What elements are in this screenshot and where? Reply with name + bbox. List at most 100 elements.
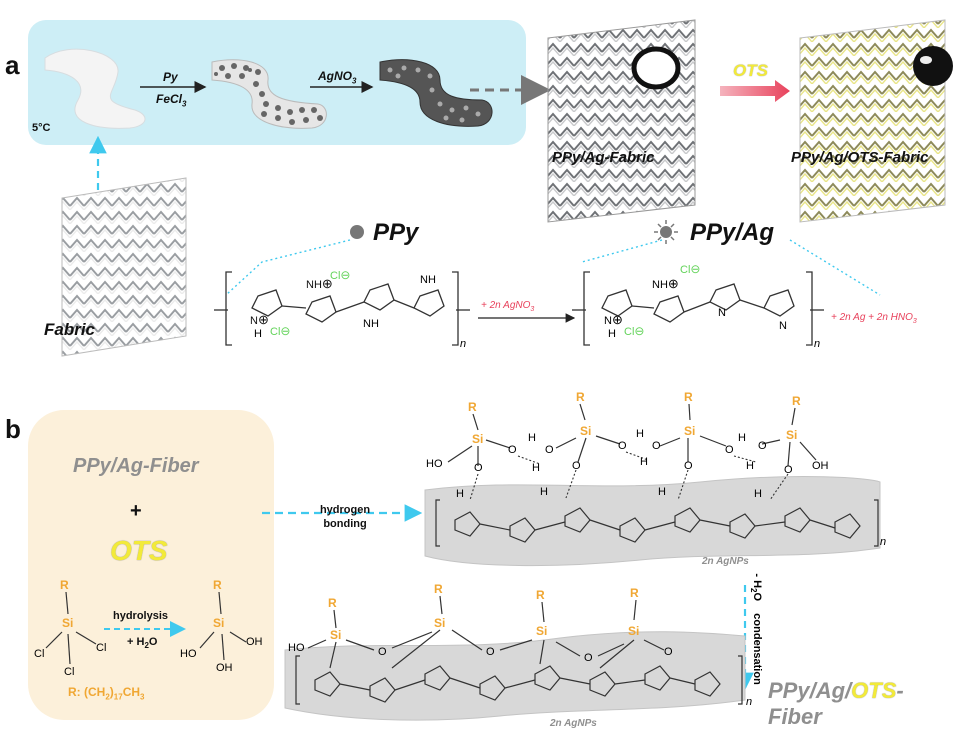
net-o-4: O bbox=[652, 440, 661, 452]
ppy-particles bbox=[214, 63, 323, 125]
net-si-4: Si bbox=[786, 428, 798, 442]
bnet-r-3: R bbox=[536, 588, 545, 602]
ots-cl-1: Cl bbox=[34, 648, 45, 660]
ppy-structure bbox=[214, 271, 470, 346]
net-h-1: H bbox=[528, 432, 536, 444]
bnet-si-1: Si bbox=[330, 628, 342, 642]
reaction-products-label: + 2n Ag + 2n HNO3 bbox=[831, 312, 917, 325]
silanol-oh-2: OH bbox=[216, 662, 233, 674]
net-o-10: O bbox=[784, 464, 793, 476]
bnet-si-3: Si bbox=[536, 624, 548, 638]
hbond-network-top bbox=[447, 403, 817, 467]
net-o-2: O bbox=[545, 444, 554, 456]
ag-particles bbox=[387, 65, 481, 123]
net-ho: HO bbox=[426, 458, 443, 470]
ppy-ag-star-icon bbox=[654, 220, 678, 244]
raw-fiber-strip bbox=[44, 48, 146, 129]
ppy-ag-ots-fabric-image bbox=[799, 19, 946, 223]
final-fiber-label: PPy/Ag/OTS- Fiber bbox=[768, 678, 904, 729]
atom-cl-2: Cl⊖ bbox=[270, 324, 291, 338]
silanol-ho: HO bbox=[180, 648, 197, 660]
step1-top-label: Py bbox=[163, 70, 178, 84]
ppy-label: PPy bbox=[373, 219, 419, 246]
bnet-si-4: Si bbox=[628, 624, 640, 638]
bnet-o-1: O bbox=[378, 646, 387, 658]
net-h-7: H bbox=[456, 488, 464, 500]
atom-n-plus: N⊕ bbox=[250, 312, 269, 327]
ots-arrow-label: OTS bbox=[733, 61, 768, 80]
siloxane-network-bottom bbox=[307, 595, 665, 669]
atom-nh-plus-ag: NH⊕ bbox=[652, 276, 679, 291]
temp-label: 5°C bbox=[32, 122, 51, 134]
bnet-o-4: O bbox=[664, 646, 673, 658]
reaction-reagent-label: + 2n AgNO3 bbox=[481, 300, 535, 313]
net-r-3: R bbox=[684, 390, 693, 404]
bnet-ho: HO bbox=[288, 642, 305, 654]
atom-n-ag-1: N bbox=[718, 307, 726, 319]
net-si-2: Si bbox=[580, 424, 592, 438]
atom-nh-2: NH bbox=[420, 274, 436, 286]
net-h-3: H bbox=[636, 428, 644, 440]
panel-a-label: a bbox=[5, 50, 20, 80]
agnps-label-top: 2n AgNPs bbox=[702, 556, 749, 567]
bnet-o-2: O bbox=[486, 646, 495, 658]
water-droplet-2 bbox=[913, 46, 953, 86]
net-si-3: Si bbox=[684, 424, 696, 438]
net-r-1: R bbox=[468, 400, 477, 414]
net-o-3: O bbox=[618, 440, 627, 452]
ppy-ag-structure bbox=[572, 271, 824, 346]
net-o-6: O bbox=[758, 440, 767, 452]
ots-label: OTS bbox=[110, 535, 168, 566]
net-o-1: O bbox=[508, 444, 517, 456]
ppy-ag-label: PPy/Ag bbox=[690, 219, 775, 246]
bnet-o-3: O bbox=[584, 652, 593, 664]
bnet-si-2: Si bbox=[434, 616, 446, 630]
ots-cl-2: Cl bbox=[96, 642, 107, 654]
net-o-5: O bbox=[725, 444, 734, 456]
net-r-2: R bbox=[576, 390, 585, 404]
bnet-r-1: R bbox=[328, 596, 337, 610]
repeat-n-top: n bbox=[880, 536, 887, 548]
atom-cl-1: Cl⊖ bbox=[330, 268, 351, 282]
atom-h-1: H bbox=[254, 328, 262, 340]
fabric-label: Fabric bbox=[44, 320, 96, 339]
condensation-label: - H2O condensation bbox=[748, 573, 764, 685]
step1-bottom-label: FeCl3 bbox=[156, 92, 187, 109]
ppy-ag-fiber-strip bbox=[379, 59, 493, 127]
net-h-10: H bbox=[754, 488, 762, 500]
ots-fiber-box bbox=[28, 410, 274, 720]
ppy-chain-top bbox=[435, 499, 879, 547]
silanol-si: Si bbox=[213, 616, 225, 630]
fiber-band-bottom bbox=[284, 631, 746, 721]
agnps-label-bottom: 2n AgNPs bbox=[550, 718, 597, 729]
repeat-n-ppyag: n bbox=[814, 338, 821, 350]
plus-sign: + bbox=[130, 500, 142, 522]
atom-n-ag-2: N bbox=[779, 320, 787, 332]
net-o-9: O bbox=[684, 460, 693, 472]
atom-cl-ag-1: Cl⊖ bbox=[680, 262, 701, 276]
bnet-r-2: R bbox=[434, 582, 443, 596]
ots-si-1: Si bbox=[62, 616, 74, 630]
r-formula-label: R: (CH2)17CH3 bbox=[68, 685, 145, 702]
ots-cl-3: Cl bbox=[64, 666, 75, 678]
bnet-r-4: R bbox=[630, 586, 639, 600]
silanol-r: R bbox=[213, 578, 222, 592]
net-r-4: R bbox=[792, 394, 801, 408]
net-o-8: O bbox=[572, 460, 581, 472]
net-h-9: H bbox=[658, 486, 666, 498]
repeat-n-ppy: n bbox=[460, 338, 467, 350]
repeat-n-bottom: n bbox=[746, 696, 753, 708]
ppy-ag-fabric-image bbox=[547, 19, 696, 223]
net-h-4: H bbox=[640, 456, 648, 468]
ppy-ag-ots-fabric-label: PPy/Ag/OTS-Fabric bbox=[791, 149, 929, 166]
net-o-7: O bbox=[474, 462, 483, 474]
net-h-6: H bbox=[746, 460, 754, 472]
ppy-dot-icon bbox=[350, 225, 364, 239]
synthesis-box bbox=[28, 20, 526, 145]
ots-arrow bbox=[720, 80, 790, 102]
atom-nh-plus: NH⊕ bbox=[306, 276, 333, 291]
fiber-label: PPy/Ag-Fiber bbox=[73, 455, 199, 477]
step2-top-label: AgNO3 bbox=[318, 69, 357, 86]
fiber-band-top bbox=[424, 476, 881, 567]
